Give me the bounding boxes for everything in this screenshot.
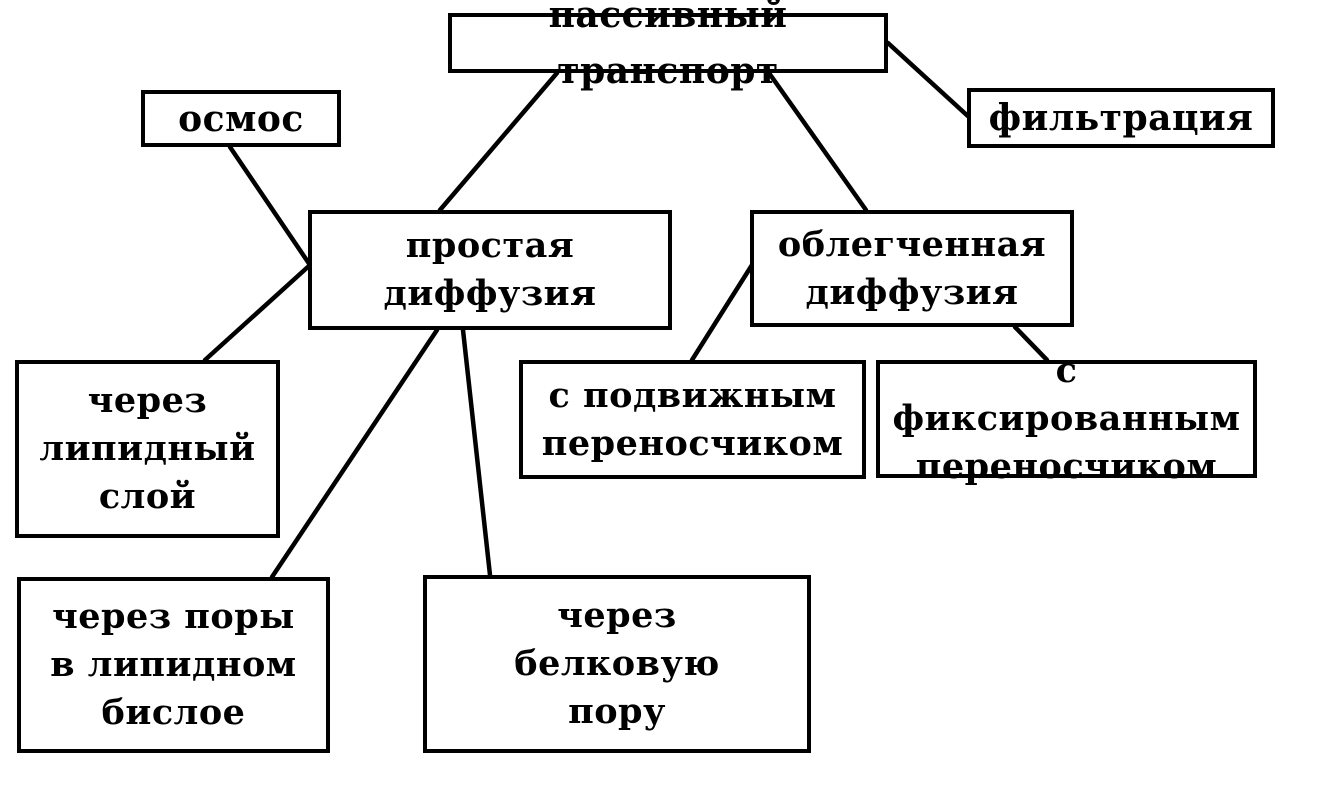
node-fixed-carrier: с фиксированным переносчиком	[876, 350, 1257, 487]
node-facilitated-diffusion: облегченная диффузия	[750, 210, 1074, 327]
node-via-lipid-layer-label: через липидный слой	[39, 380, 256, 517]
edge-simple-diffusion-lipid-layer	[202, 262, 313, 363]
edge-root-facilitated-diffusion	[766, 70, 869, 213]
node-mobile-carrier: с подвижным переносчиком	[519, 360, 866, 479]
node-osmosis-label: осмос	[178, 97, 304, 140]
edge-simple-diffusion-protein-pore	[460, 327, 493, 578]
node-fixed-carrier-label: с фиксированным переносчиком	[892, 350, 1241, 487]
node-filtration-label: фильтрация	[988, 97, 1254, 139]
edge-osmos-simple-diffusion	[227, 144, 313, 268]
node-facilitated-diffusion-label: облегченная диффузия	[777, 223, 1047, 313]
node-via-pores-lipid-bilayer-label: через поры в липидном бислое	[50, 596, 297, 733]
node-passive-transport-label: пассивный транспорт	[548, 0, 788, 92]
edge-facilitated-diffusion-fixed-carrier	[1012, 324, 1050, 363]
node-osmosis: осмос	[141, 90, 341, 147]
node-via-lipid-layer: через липидный слой	[15, 360, 280, 538]
node-filtration: фильтрация	[967, 88, 1275, 148]
edge-root-simple-diffusion	[437, 70, 560, 213]
node-simple-diffusion-label: простая диффузия	[383, 225, 597, 314]
edge-simple-diffusion-pores	[269, 327, 440, 580]
node-passive-transport: пассивный транспорт	[448, 0, 888, 92]
node-simple-diffusion: простая диффузия	[308, 210, 672, 330]
node-via-protein-pore-label: через белковую пору	[514, 595, 720, 732]
node-mobile-carrier-label: с подвижным переносчиком	[541, 374, 844, 464]
node-via-protein-pore: через белковую пору	[423, 575, 811, 753]
edge-root-filtration	[885, 40, 973, 121]
node-via-pores-lipid-bilayer: через поры в липидном бислое	[17, 577, 330, 753]
edge-facilitated-diffusion-mobile-carrier	[689, 262, 755, 363]
